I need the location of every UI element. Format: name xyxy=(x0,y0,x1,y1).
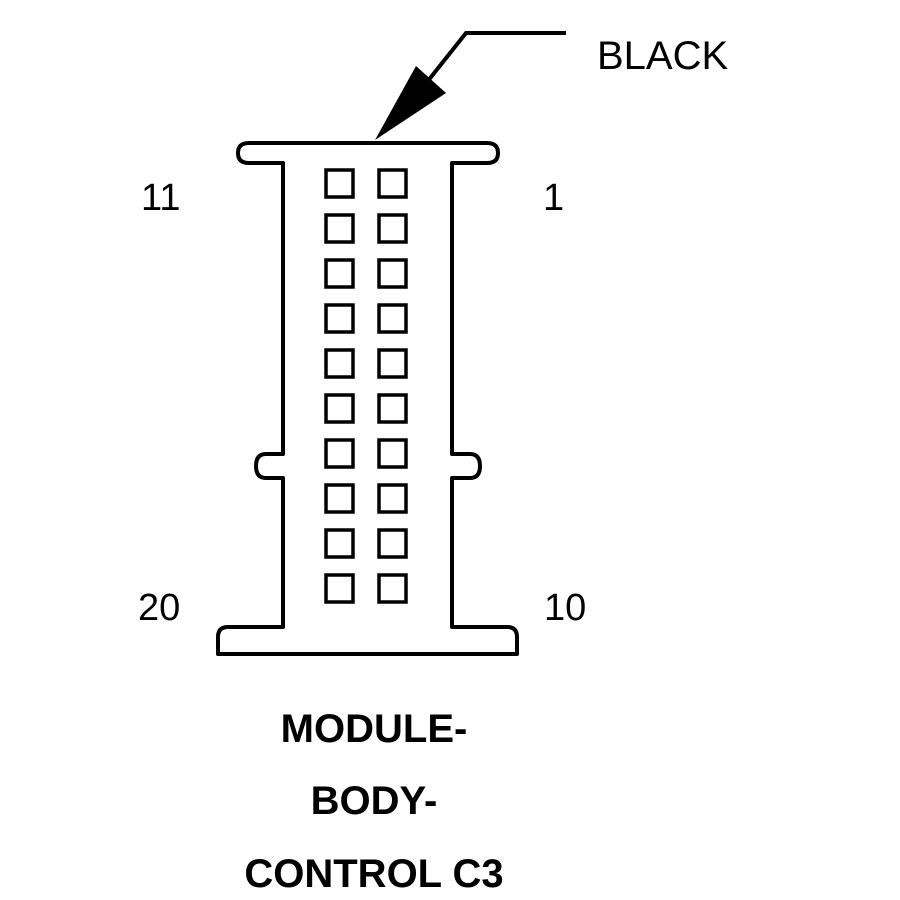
pin-label-bottom-left: 20 xyxy=(138,587,180,629)
pin-cavity xyxy=(324,573,355,604)
callout-arrowhead xyxy=(375,66,446,140)
pin-cavity xyxy=(324,168,355,199)
pin-cavity xyxy=(324,438,355,469)
pin-cavity xyxy=(377,348,408,379)
pin-cavity xyxy=(324,213,355,244)
pin-cavity xyxy=(324,483,355,514)
title-line-3: CONTROL C3 xyxy=(244,852,503,896)
pin-cavity xyxy=(324,393,355,424)
pin-cavity xyxy=(377,573,408,604)
color-callout: BLACK xyxy=(375,31,728,140)
connector-housing xyxy=(216,141,519,656)
pin-cavity xyxy=(377,258,408,289)
pin-cavity xyxy=(377,483,408,514)
pin-cavity xyxy=(324,348,355,379)
color-label: BLACK xyxy=(597,34,728,78)
pin-cavity xyxy=(377,213,408,244)
pin-cavity xyxy=(324,528,355,559)
pin-cavity xyxy=(377,303,408,334)
pin-cavity xyxy=(377,438,408,469)
pin-label-top-left: 11 xyxy=(141,177,180,219)
pin-cavity xyxy=(377,168,408,199)
title-line-2: BODY- xyxy=(311,779,438,823)
connector-title: MODULE- BODY- CONTROL C3 xyxy=(244,707,503,896)
title-line-1: MODULE- xyxy=(281,707,468,751)
cavity-grid xyxy=(324,168,408,604)
pin-cavity xyxy=(377,528,408,559)
pin-cavity xyxy=(324,303,355,334)
pin-label-top-right: 1 xyxy=(543,177,564,219)
pin-label-bottom-right: 10 xyxy=(544,587,586,629)
pin-cavity xyxy=(324,258,355,289)
pin-cavity xyxy=(377,393,408,424)
